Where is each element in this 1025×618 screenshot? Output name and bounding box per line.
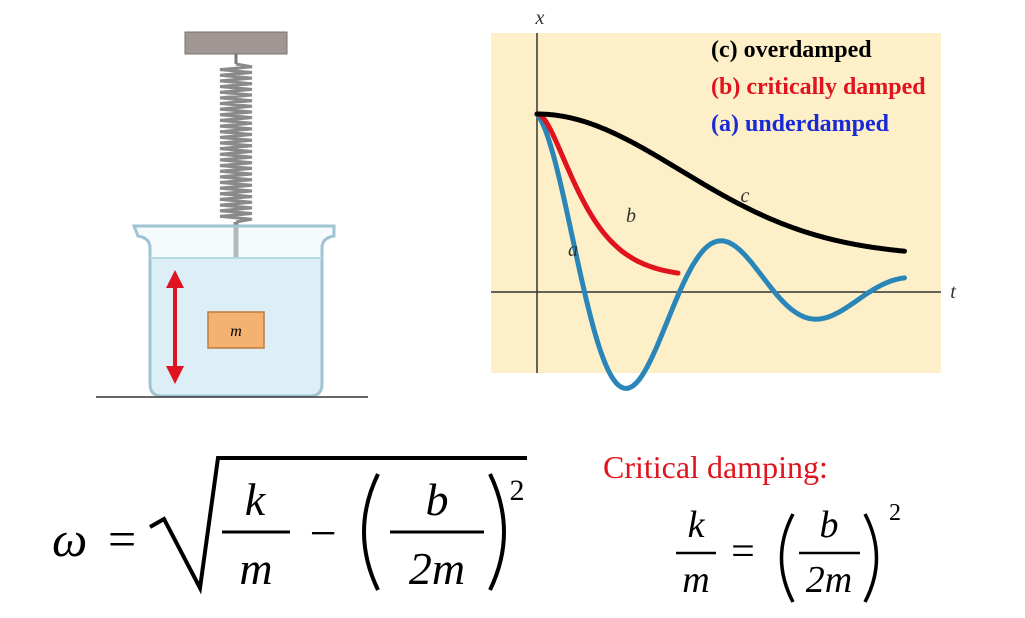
crit-right-paren (863, 513, 879, 603)
right-paren (488, 473, 506, 591)
crit-two-m-denominator: 2m (806, 559, 852, 601)
ceiling-support (184, 31, 288, 55)
m-denominator: m (239, 543, 272, 594)
critical-damping-title: Critical damping: (603, 449, 828, 485)
legend-overdamped: (c) overdamped (711, 37, 872, 63)
spring (219, 62, 253, 224)
curve-label-b: b (626, 205, 636, 227)
t-axis-label: t (950, 281, 956, 303)
minus-sign: − (309, 507, 336, 560)
legend-underdamped: (a) underdamped (711, 111, 890, 137)
b-numerator: b (426, 474, 449, 525)
crit-b-numerator: b (820, 504, 839, 546)
mass-label: m (230, 323, 242, 340)
exponent-2: 2 (510, 474, 525, 507)
curve-label-c: c (741, 185, 750, 207)
damping-graph: x t a b c (c) overdamped (b) critically … (491, 7, 956, 391)
crit-equals-sign: = (731, 529, 755, 575)
equals-sign: = (108, 511, 136, 567)
legend-critically-damped: (b) critically damped (711, 74, 926, 100)
oscillation-arrow (166, 270, 184, 384)
critically-damped-curve (534, 111, 681, 276)
mass-block (207, 311, 265, 349)
underdamped-curve (534, 111, 907, 391)
left-paren (362, 473, 380, 591)
beaker-glass (131, 224, 336, 398)
sqrt-sign (149, 456, 527, 595)
angular-frequency-formula: ω = k m − b 2m 2 (52, 456, 527, 595)
curve-label-a: a (568, 239, 578, 261)
two-m-denominator: 2m (409, 543, 465, 594)
k-numerator: k (245, 474, 267, 525)
damped-oscillator-apparatus: m (96, 31, 368, 398)
crit-left-paren (779, 513, 795, 603)
crit-m-denominator: m (682, 559, 709, 601)
critical-damping-condition: Critical damping: k m = b 2m 2 (603, 449, 901, 603)
omega-symbol: ω (52, 511, 87, 567)
crit-exponent-2: 2 (889, 500, 901, 526)
crit-k-numerator: k (688, 504, 706, 546)
overdamped-curve (534, 111, 907, 254)
x-axis-label: x (535, 7, 545, 29)
